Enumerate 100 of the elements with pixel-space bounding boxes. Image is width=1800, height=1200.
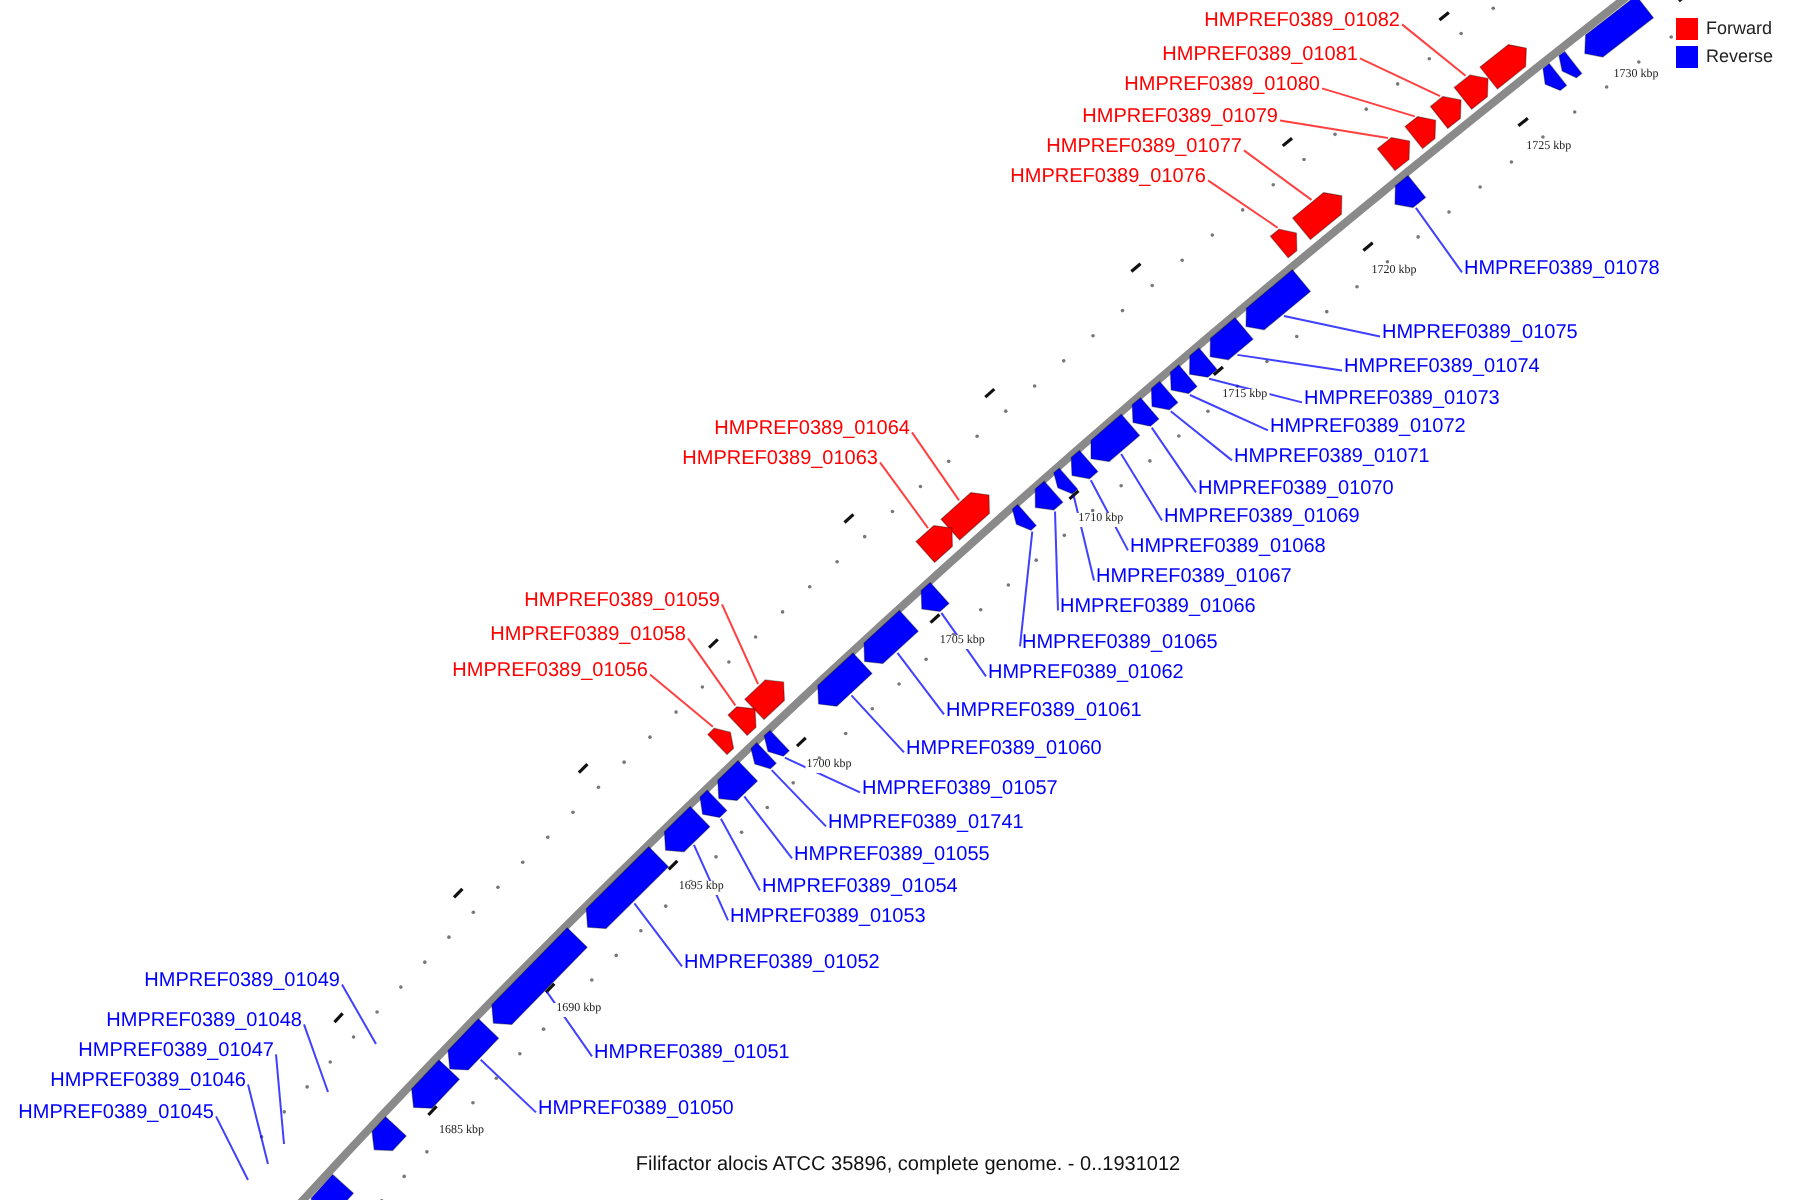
gene-block	[310, 1173, 355, 1200]
gene-label: HMPREF0389_01047	[78, 1040, 274, 1064]
gene-label: HMPREF0389_01741	[828, 812, 1024, 836]
leader-line	[783, 756, 861, 794]
gene-label: HMPREF0389_01076	[1010, 166, 1206, 190]
gene-label: HMPREF0389_01061	[946, 700, 1142, 724]
gene-block	[920, 581, 950, 613]
leader-line	[247, 1083, 269, 1165]
gene-block	[717, 759, 759, 802]
gene-label: HMPREF0389_01060	[906, 738, 1102, 762]
gene-block	[1291, 191, 1343, 241]
gene-label: HMPREF0389_01054	[762, 876, 958, 900]
leader-line	[1243, 149, 1313, 201]
gene-block	[1189, 347, 1218, 378]
gene-block	[727, 706, 757, 737]
caption: Filifactor alocis ATCC 35896, complete genome. - 0..1931012	[635, 1154, 1181, 1178]
gene-block	[1090, 413, 1141, 463]
leader-line	[1072, 494, 1095, 582]
gene-label: HMPREF0389_01077	[1046, 136, 1242, 160]
leader-line	[1019, 530, 1034, 648]
gene-block	[371, 1115, 408, 1152]
gene-label: HMPREF0389_01069	[1164, 506, 1360, 530]
leader-line	[633, 902, 683, 968]
leader-line	[275, 1053, 285, 1145]
gene-label: HMPREF0389_01063	[682, 448, 878, 472]
gene-label: HMPREF0389_01067	[1096, 566, 1292, 590]
gene-block	[663, 805, 711, 853]
gene-block	[585, 845, 670, 930]
gene-label: HMPREF0389_01078	[1464, 258, 1660, 282]
gene-label: HMPREF0389_01053	[730, 906, 926, 930]
gene-label: HMPREF0389_01045	[18, 1102, 214, 1126]
gene-label: HMPREF0389_01073	[1304, 388, 1500, 412]
leader-line	[1321, 87, 1416, 118]
gene-label: HMPREF0389_01058	[490, 624, 686, 648]
gene-block	[940, 491, 990, 541]
gene-block	[1034, 480, 1064, 511]
gene-label: HMPREF0389_01055	[794, 844, 990, 868]
leader-line	[341, 983, 377, 1045]
gene-block	[1394, 174, 1427, 209]
leader-line	[911, 431, 961, 502]
gene-label: HMPREF0389_01068	[1130, 536, 1326, 560]
gene-block	[1453, 74, 1489, 111]
gene-label: HMPREF0389_01050	[538, 1098, 734, 1122]
leader-line	[1207, 179, 1279, 229]
gene-label: HMPREF0389_01081	[1162, 44, 1358, 68]
gene-block	[1070, 449, 1099, 480]
leader-line	[692, 843, 729, 922]
leader-line	[479, 1058, 537, 1114]
gene-label: HMPREF0389_01052	[684, 952, 880, 976]
gene-label: HMPREF0389_01070	[1198, 478, 1394, 502]
gene-label: HMPREF0389_01074	[1344, 356, 1540, 380]
leader-line	[649, 673, 714, 728]
gene-label: HMPREF0389_01046	[50, 1070, 246, 1094]
leader-line	[1414, 206, 1463, 274]
gene-block	[1131, 396, 1160, 427]
leader-line	[1279, 119, 1389, 139]
leader-line	[1169, 410, 1233, 462]
leader-line	[303, 1023, 329, 1093]
gene-block	[863, 609, 920, 665]
leader-line	[879, 461, 929, 530]
leader-line	[1236, 353, 1343, 372]
gene-block	[410, 1059, 461, 1109]
gene-label: HMPREF0389_01082	[1204, 10, 1400, 34]
leader-line	[1283, 314, 1381, 338]
gene-block	[763, 729, 791, 757]
leader-line	[1401, 23, 1467, 77]
gene-block	[1479, 43, 1528, 90]
leader-line	[215, 1115, 249, 1181]
gene-block	[1053, 467, 1079, 495]
leader-line	[1188, 394, 1269, 432]
gene-block	[1269, 228, 1298, 259]
gene-block	[447, 1017, 500, 1071]
leader-line	[1054, 510, 1059, 612]
leader-line	[1120, 452, 1163, 522]
gene-label: HMPREF0389_01080	[1124, 74, 1320, 98]
gene-block	[915, 524, 953, 564]
gene-block	[1150, 380, 1179, 411]
gene-block	[1429, 95, 1462, 130]
leader-line	[1150, 426, 1197, 494]
gene-label: HMPREF0389_01072	[1270, 416, 1466, 440]
gene-block	[1404, 115, 1437, 150]
gene-block	[1011, 503, 1038, 531]
leader-line	[721, 603, 759, 686]
leader-line	[1359, 57, 1442, 98]
leader-line	[743, 795, 793, 860]
gene-label: HMPREF0389_01066	[1060, 596, 1256, 620]
leader-line	[850, 694, 905, 754]
leader-line	[719, 817, 761, 892]
gene-block	[1558, 50, 1583, 79]
gene-label: HMPREF0389_01049	[144, 970, 340, 994]
gene-block	[706, 727, 735, 756]
gene-label: HMPREF0389_01051	[594, 1042, 790, 1066]
gene-label: HMPREF0389_01065	[1022, 632, 1218, 656]
leader-line	[896, 651, 945, 716]
gene-block	[1376, 136, 1411, 172]
gene-label: HMPREF0389_01075	[1382, 322, 1578, 346]
gene-label: HMPREF0389_01071	[1234, 446, 1430, 470]
gene-label: HMPREF0389_01059	[524, 590, 720, 614]
gene-block	[1209, 316, 1254, 361]
legend-label: Forward	[1706, 18, 1773, 40]
